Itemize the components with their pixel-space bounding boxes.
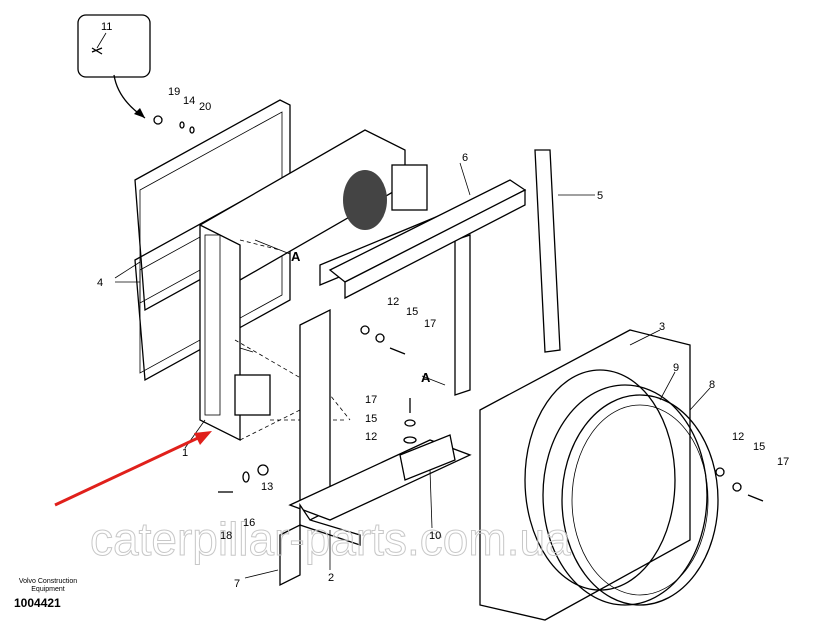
bracket-mount — [234, 374, 271, 416]
callout-A-mid: A — [421, 370, 431, 385]
callout-3: 3 — [659, 321, 665, 333]
callout-14: 14 — [183, 95, 195, 107]
watermark: caterpillar-parts.com.ua — [90, 513, 571, 565]
callout-1: 1 — [182, 447, 188, 459]
title-block: Volvo Construction Equipment 1004421 — [14, 578, 82, 610]
callout-17-top: 17 — [424, 318, 436, 330]
callout-16: 16 — [243, 517, 255, 529]
callout-18: 18 — [220, 530, 232, 542]
bolt-11 — [91, 47, 103, 55]
mounting-bar-5 — [534, 149, 561, 353]
wing-nut-19 — [153, 115, 163, 125]
callout-12-right: 12 — [732, 431, 744, 443]
callout-A-top: A — [291, 249, 301, 264]
bracket-10 — [399, 434, 456, 481]
drawing-number: 1004421 — [14, 596, 61, 610]
detail-inset-box — [77, 14, 151, 78]
callout-15-mid: 15 — [365, 413, 377, 425]
callout-17-mid: 17 — [365, 394, 377, 406]
callout-15-top: 15 — [406, 306, 418, 318]
ring-8 — [561, 394, 719, 606]
callout-19: 19 — [168, 86, 180, 98]
callout-2: 2 — [328, 572, 334, 584]
callout-15-right: 15 — [753, 441, 765, 453]
fan-shroud — [479, 329, 691, 621]
callout-12-top: 12 — [387, 296, 399, 308]
callout-13: 13 — [261, 481, 273, 493]
radiator-grille — [343, 170, 387, 230]
bracket-7 — [279, 523, 301, 587]
callout-17-right: 17 — [777, 456, 789, 468]
fasteners — [218, 325, 764, 587]
callout-4: 4 — [97, 277, 103, 289]
callout-5: 5 — [597, 190, 603, 202]
callout-20: 20 — [199, 101, 211, 113]
callout-12-mid: 12 — [365, 431, 377, 443]
callout-7: 7 — [234, 578, 240, 590]
callout-9: 9 — [673, 362, 679, 374]
screen-panel-upper — [134, 99, 291, 312]
callout-6: 6 — [462, 152, 468, 164]
callout-10: 10 — [429, 530, 441, 542]
leader-lines — [114, 162, 711, 579]
callout-11: 11 — [101, 21, 112, 33]
callouts: 11 19 14 20 6 5 4 A 12 15 17 3 9 8 A 17 … — [97, 21, 789, 590]
ring-9 — [542, 384, 708, 606]
company-name: Volvo Construction Equipment — [18, 578, 78, 593]
callout-8: 8 — [709, 379, 715, 391]
red-pointer-arrow — [54, 431, 212, 507]
